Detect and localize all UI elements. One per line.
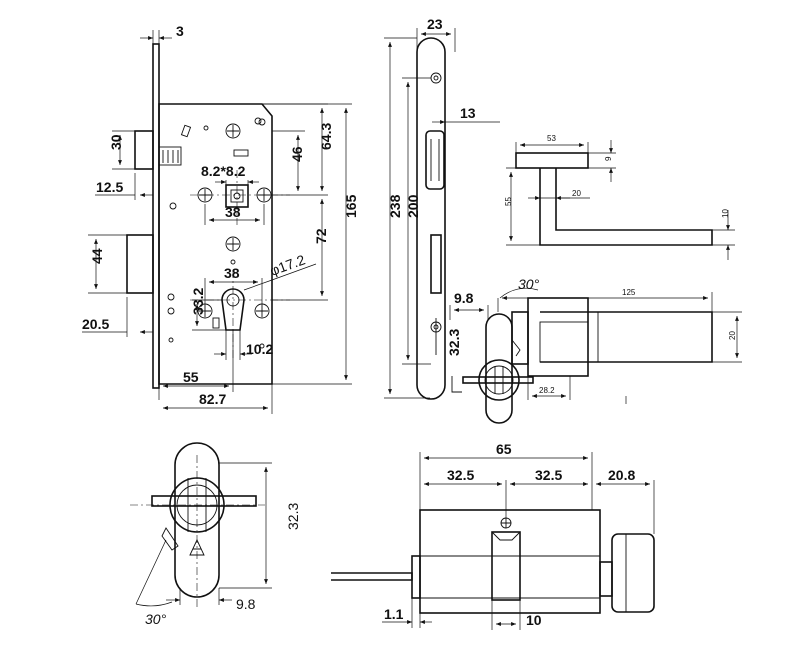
dim-bolt-height: 44 — [89, 248, 105, 264]
handle-lever-top — [539, 168, 713, 246]
cylinder-tail — [331, 572, 413, 581]
handle-rose — [515, 152, 589, 169]
dim-cylinder-offset: 1.1 — [384, 606, 404, 622]
cylinder-detail-dimensions: 32.3 9.8 30° — [135, 462, 301, 627]
euro-cylinder-dimensions: 65 32.5 32.5 20.8 1.1 10 — [382, 441, 655, 630]
dim-cylinder-total: 65 — [496, 441, 512, 457]
forend-view — [416, 37, 446, 400]
forend-bolt-slot — [430, 234, 442, 294]
dim-backset: 55 — [183, 369, 199, 385]
euro-cylinder-view — [331, 509, 655, 614]
dim-lever-length: 125 — [622, 288, 636, 297]
dim-rose-length: 53 — [547, 134, 556, 143]
cylinder-detail-view — [130, 442, 265, 610]
handle-side-dimensions: 125 20 28.2 — [497, 288, 742, 404]
cylinder-cam — [491, 531, 521, 601]
handle-top-view — [515, 152, 713, 246]
dim-total-height: 165 — [343, 194, 359, 218]
dim-rose-thickness: 9 — [604, 156, 613, 161]
dim-28-2: 28.2 — [539, 386, 555, 395]
faceplate — [152, 43, 160, 389]
forend-latch-slot — [425, 130, 445, 190]
forend-plate — [416, 37, 446, 400]
dim-forend-length: 238 — [387, 194, 403, 218]
dim-forend-9-8: 9.8 — [454, 290, 474, 306]
dim-detail-height: 32.3 — [285, 503, 301, 530]
dim-handle-height: 55 — [504, 197, 513, 206]
forend-cylinder — [451, 313, 534, 424]
thumb-turn — [611, 533, 655, 613]
deadbolt — [126, 234, 154, 294]
dim-cylinder-hole-height: 33.2 — [190, 288, 206, 315]
dim-faceplate-thickness: 3 — [176, 23, 184, 39]
dim-latch-projection: 12.5 — [96, 179, 123, 195]
dim-forend-32-3: 32.3 — [446, 329, 462, 356]
dim-handle-square: 8.2*8.2 — [201, 163, 246, 179]
dim-cam-width: 10 — [526, 612, 542, 628]
dim-detail-width: 9.8 — [236, 596, 256, 612]
dim-bar-thickness: 10 — [721, 209, 730, 218]
cylinder-detail-profile — [174, 442, 220, 598]
dim-forend-13: 13 — [460, 105, 476, 121]
handle-side-lever — [540, 311, 713, 363]
dim-neck-offset: 20 — [572, 189, 581, 198]
lock-body-dimensions: 3 30 12.5 44 20.5 8.2*8.2 38 46 6 — [82, 23, 359, 414]
dim-forend-angle: 30° — [518, 276, 540, 292]
dim-body-depth: 82.7 — [199, 391, 226, 407]
dim-cylinder-half-a: 32.5 — [447, 467, 474, 483]
handle-top-dimensions: 53 9 20 55 10 — [504, 134, 735, 260]
dim-handle-holes-spacing: 38 — [225, 204, 241, 220]
dim-latch-height: 30 — [108, 134, 124, 150]
handle-side-rose — [527, 297, 589, 377]
dim-46: 46 — [289, 146, 305, 162]
forend-dimensions: 23 13 238 200 9.8 32.3 30° — [384, 16, 540, 399]
dim-bolt-projection: 20.5 — [82, 316, 109, 332]
latch — [134, 130, 154, 170]
lock-body-view — [126, 43, 290, 389]
dim-detail-angle: 30° — [145, 611, 167, 627]
dim-knob-length: 20.8 — [608, 467, 635, 483]
dim-forend-width: 23 — [427, 16, 443, 32]
dim-lever-height: 20 — [728, 331, 737, 340]
dim-screw-spacing: 200 — [405, 194, 421, 218]
dim-center-distance: 72 — [313, 228, 329, 244]
dim-cylinder-half-b: 32.5 — [535, 467, 562, 483]
dim-cylinder-holes-spacing: 38 — [224, 265, 240, 281]
dim-64-3: 64.3 — [318, 123, 334, 150]
handle-side-view — [511, 297, 713, 377]
dim-cylinder-offset: 10.2 — [246, 341, 273, 357]
cylinder-detail-cam — [151, 495, 257, 507]
